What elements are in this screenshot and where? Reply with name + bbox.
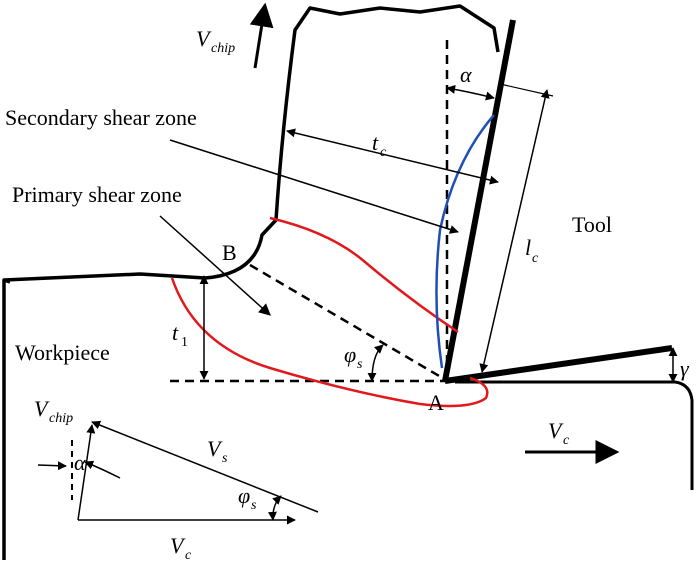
lc-extension-top (499, 83, 554, 97)
t-c-symbol: t (372, 130, 379, 155)
gamma-symbol: γ (680, 356, 690, 381)
triangle-v-chip-subscript: chip (49, 411, 73, 426)
tool-rake-face (442, 19, 516, 382)
v-c-symbol: V (548, 418, 564, 443)
machined-surface (455, 380, 694, 490)
t-1-symbol: t (172, 320, 179, 345)
v-chip-arrow (249, 2, 274, 69)
workpiece-chip-outline (2, 4, 500, 560)
triangle-v-chip-symbol: V (34, 396, 50, 421)
triangle-alpha-pointer-right (84, 460, 121, 479)
secondary-shear-zone-label: Secondary shear zone (5, 105, 197, 130)
lc-dimension-arrow (479, 89, 550, 373)
v-chip-subscript: chip (211, 41, 235, 56)
triangle-v-s-subscript: s (222, 451, 228, 466)
triangle-v-c-symbol: V (170, 533, 186, 558)
l-c-symbol: l (525, 235, 531, 260)
triangle-v-c-subscript: c (185, 548, 192, 561)
alpha-symbol: α (460, 62, 472, 87)
phi-s-angle-arc (367, 344, 384, 382)
point-a-label: A (428, 390, 444, 415)
primary-zone-pointer (159, 215, 271, 316)
triangle-phi-s-arc (267, 495, 282, 521)
triangle-v-chip-edge (77, 424, 96, 521)
point-b-label: B (222, 240, 237, 265)
alpha-angle-arc (446, 84, 495, 101)
phi-s-subscript: s (357, 357, 363, 372)
t-1-subscript: 1 (181, 335, 188, 350)
tool-label: Tool (572, 212, 612, 237)
t-c-subscript: c (380, 145, 387, 160)
primary-shear-zone-boundary (170, 277, 489, 408)
shear-plane-line (249, 263, 447, 382)
secondary-zone-pointer (169, 139, 459, 234)
primary-shear-zone-label: Primary shear zone (12, 182, 182, 207)
v-c-subscript: c (563, 433, 570, 448)
triangle-alpha-pointer-left (37, 461, 67, 471)
tool-flank-face (444, 345, 673, 384)
primary-shear-zone-upper (269, 216, 459, 334)
triangle-phi-s-symbol: φ (238, 483, 250, 508)
triangle-phi-s-subscript: s (251, 498, 257, 513)
l-c-subscript: c (532, 251, 539, 266)
v-chip-symbol: V (196, 26, 212, 51)
triangle-v-s-edge (91, 420, 319, 513)
phi-s-symbol: φ (344, 342, 356, 367)
triangle-v-s-symbol: V (207, 436, 223, 461)
triangle-alpha-symbol: α (74, 450, 86, 475)
workpiece-label: Workpiece (15, 340, 110, 365)
tc-dimension-arrow (286, 128, 499, 185)
